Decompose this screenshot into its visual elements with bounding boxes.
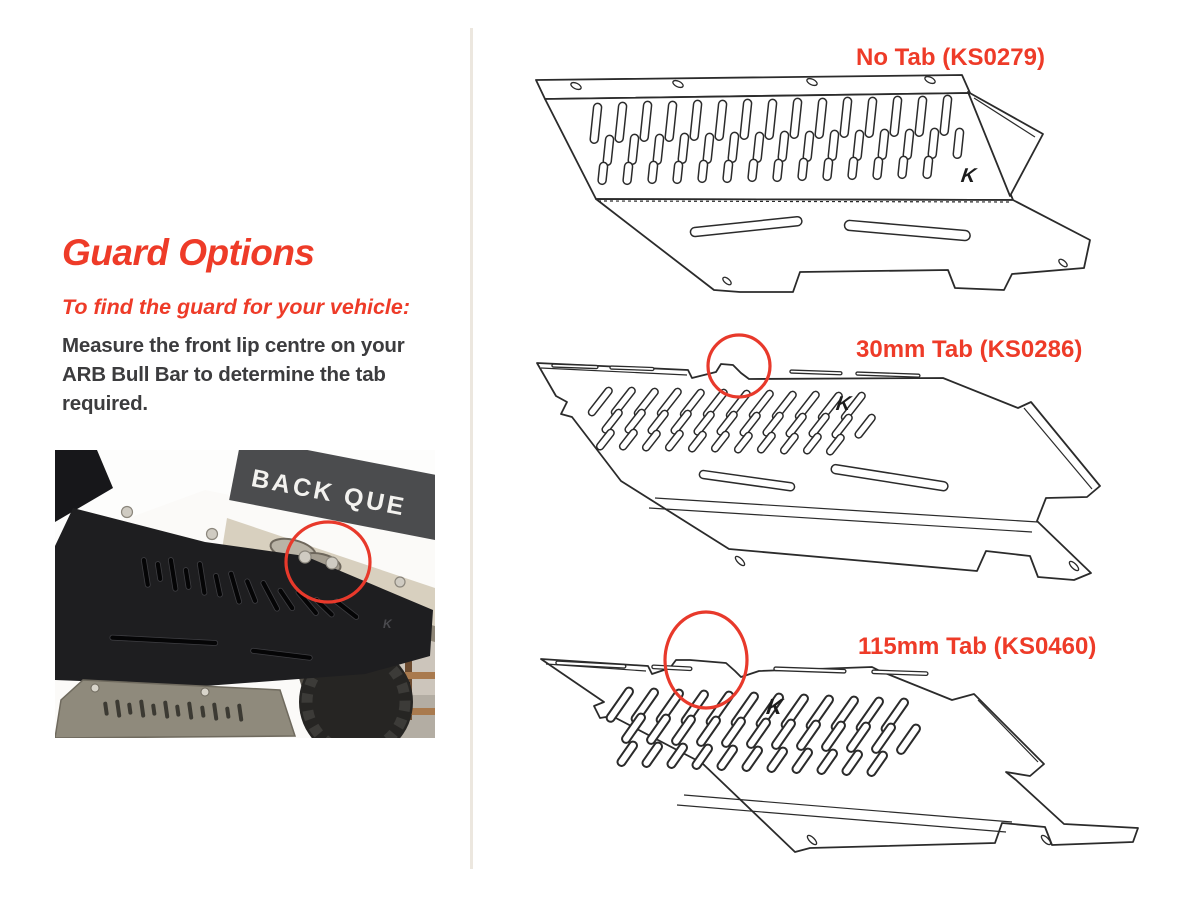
section-divider xyxy=(470,28,473,869)
long-slot xyxy=(689,215,803,238)
mount-holes xyxy=(551,363,1080,572)
guard-diagram-no-tab: K xyxy=(535,74,1091,293)
page-title: Guard Options xyxy=(62,232,315,273)
label-no-tab: No Tab (KS0279) xyxy=(856,44,1045,71)
k-logo-icon: K xyxy=(383,617,393,631)
k-logo-icon: K xyxy=(835,393,854,415)
wheel-arch-shadow xyxy=(55,450,113,522)
instruction-text: Measure the front lip centre on your ARB… xyxy=(62,334,405,416)
photo-illustration: BACK QUE xyxy=(55,450,435,738)
photo-annotation-circle xyxy=(284,520,372,604)
vehicle-underside-photo: BACK QUE xyxy=(55,450,435,738)
guard-diagram-30mm-tab: K xyxy=(536,333,1101,581)
label-115mm-tab: 115mm Tab (KS0460) xyxy=(858,633,1097,660)
mount-holes xyxy=(555,660,1052,846)
k-logo-icon: K xyxy=(765,694,786,719)
guard-diagram-115mm-tab: K xyxy=(540,610,1139,853)
label-30mm-tab: 30mm Tab (KS0286) xyxy=(856,336,1083,363)
bolts xyxy=(120,505,406,588)
tab-highlight-circle-115mm xyxy=(663,610,749,710)
tab-highlight-circle-30mm xyxy=(706,333,772,399)
long-slot xyxy=(843,219,971,242)
bash-plate: K xyxy=(55,505,433,686)
alloy-plate xyxy=(55,679,297,738)
k-logo-icon: K xyxy=(960,165,979,187)
long-slot xyxy=(698,469,796,492)
mount-holes xyxy=(570,75,1068,286)
instruction-subtitle: To find the guard for your vehicle: xyxy=(62,295,410,319)
long-slot xyxy=(830,463,949,492)
